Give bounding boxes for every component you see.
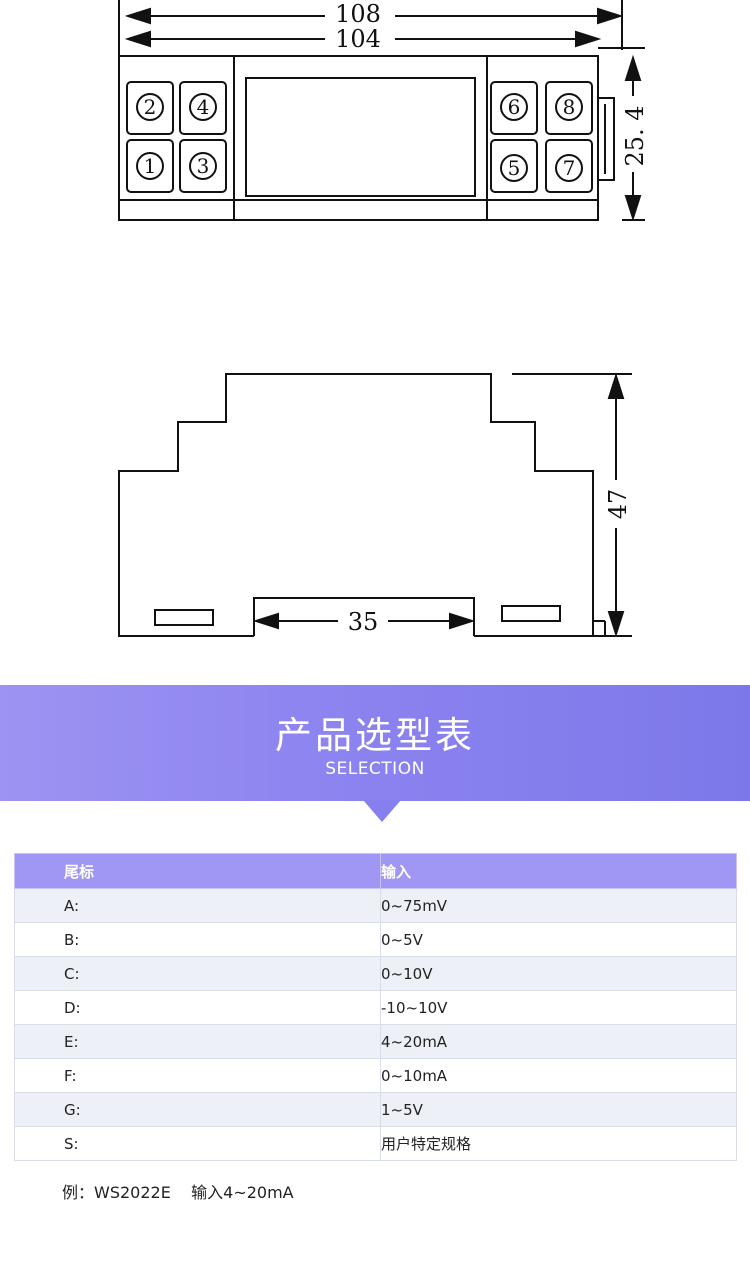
header-input: 输入 xyxy=(380,853,737,889)
terminal-3-label: 3 xyxy=(197,154,210,178)
table-header-row: 尾标 输入 xyxy=(14,853,737,889)
selection-banner: 产品选型表 SELECTION xyxy=(0,685,750,801)
banner-title: 产品选型表 xyxy=(275,714,475,757)
terminal-8-label: 8 xyxy=(563,95,576,119)
dim-35-label: 35 xyxy=(348,608,379,636)
terminal-7-label: 7 xyxy=(563,156,576,180)
terminal-5-label: 5 xyxy=(508,156,521,180)
row-code: B: xyxy=(14,922,381,957)
row-input: 4~20mA xyxy=(380,1024,737,1059)
row-code: G: xyxy=(14,1092,381,1127)
selection-table: 尾标 输入 A: 0~75mV B: 0~5V C: 0~10V D: -10~… xyxy=(14,853,737,1161)
row-code: C: xyxy=(14,956,381,991)
table-row: G: 1~5V xyxy=(14,1092,737,1127)
row-code: E: xyxy=(14,1024,381,1059)
row-input: 0~5V xyxy=(380,922,737,957)
row-input: 1~5V xyxy=(380,1092,737,1127)
dim-47-label: 47 xyxy=(604,489,632,520)
table-row: A: 0~75mV xyxy=(14,888,737,923)
row-input: 0~10mA xyxy=(380,1058,737,1093)
row-input: 0~75mV xyxy=(380,888,737,923)
example-note: 例：WS2022E 输入4~20mA xyxy=(62,1183,294,1202)
table-row: F: 0~10mA xyxy=(14,1058,737,1093)
banner-pointer xyxy=(363,800,401,822)
row-input: 用户特定规格 xyxy=(380,1126,737,1161)
terminal-1-label: 1 xyxy=(144,154,157,178)
row-code: S: xyxy=(14,1126,381,1161)
header-suffix: 尾标 xyxy=(14,853,381,889)
technical-drawings: 108 104 25. 4 2 4 1 3 6 8 5 7 47 35 xyxy=(118,0,649,638)
row-code: A: xyxy=(14,888,381,923)
top-view-drawing xyxy=(118,0,645,222)
terminal-6-label: 6 xyxy=(508,95,521,119)
table-row: B: 0~5V xyxy=(14,922,737,957)
dim-104-label: 104 xyxy=(335,25,381,53)
row-input: -10~10V xyxy=(380,990,737,1025)
dim-25-4-label: 25. 4 xyxy=(621,105,649,166)
table-row: D: -10~10V xyxy=(14,990,737,1025)
row-code: F: xyxy=(14,1058,381,1093)
table-row: C: 0~10V xyxy=(14,956,737,991)
dim-108-label: 108 xyxy=(335,0,381,28)
terminal-4-label: 4 xyxy=(197,95,210,119)
row-input: 0~10V xyxy=(380,956,737,991)
table-row: E: 4~20mA xyxy=(14,1024,737,1059)
terminal-2-label: 2 xyxy=(144,95,157,119)
table-row: S: 用户特定规格 xyxy=(14,1126,737,1161)
side-view-drawing xyxy=(118,372,632,638)
terminal-blocks xyxy=(126,81,593,193)
row-code: D: xyxy=(14,990,381,1025)
banner-subtitle: SELECTION xyxy=(325,759,425,779)
